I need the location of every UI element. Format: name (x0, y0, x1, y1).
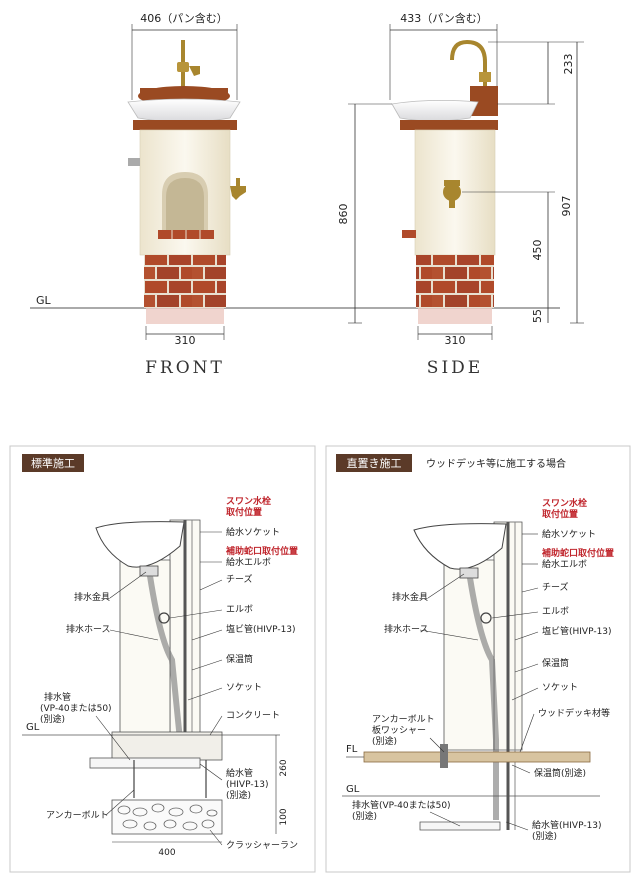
direct-subtitle: ウッドデッキ等に施工する場合 (426, 457, 566, 470)
direct-elbow: エルボ (542, 606, 569, 617)
standard-drain-pipe-2: (VP-40または50) (40, 703, 112, 714)
direct-drain-fitting: 排水金具 (392, 591, 428, 603)
standard-drain-pipe-3: (別途) (40, 713, 65, 725)
standard-crusher: クラッシャーラン (226, 840, 298, 851)
standard-dim-260: 260 (279, 759, 289, 776)
standard-elbow: エルボ (226, 604, 253, 615)
standard-tees: チーズ (226, 573, 253, 585)
standard-bowl-icon (95, 521, 185, 568)
standard-drain-hose: 排水ホース (66, 623, 111, 635)
dim-55: 55 (531, 309, 544, 323)
standard-panel: 標準施工 GL (9, 445, 316, 873)
direct-bowl-icon (413, 523, 507, 570)
standard-dim-100: 100 (279, 808, 289, 825)
standard-pvc: 塩ビ管(HIVP-13) (226, 623, 296, 635)
direct-anchor-2: 板ワッシャー (372, 724, 426, 736)
side-title: SIDE (427, 358, 483, 378)
direct-panel: 直置き施工 ウッドデッキ等に施工する場合 FL GL スワン水栓 取付位置 給水… (325, 445, 631, 873)
direct-socket: ソケット (542, 682, 578, 693)
side-top-width: 433（パン含む） (400, 11, 488, 25)
direct-insul-sep: 保温筒(別途) (534, 767, 586, 779)
standard-supply-socket: 給水ソケット (226, 526, 280, 538)
direct-drain-hose: 排水ホース (384, 623, 429, 635)
brick-base-icon (144, 255, 226, 308)
direct-swan-label-2: 取付位置 (542, 508, 578, 520)
dim-860: 860 (337, 204, 350, 225)
front-title: FRONT (145, 358, 225, 378)
sink-bowl-icon (127, 98, 241, 123)
direct-insulation: 保温筒 (542, 657, 569, 669)
standard-drain-pipe-1: 排水管 (44, 691, 71, 703)
standard-drain-hose-icon (147, 575, 183, 760)
direct-drain-pipe-1: 排水管(VP-40または50) (352, 799, 451, 811)
standard-gl-label: GL (26, 722, 40, 733)
direct-wood-deck: ウッドデッキ材等 (538, 707, 610, 719)
standard-aux-label: 補助蛇口取付位置 (225, 545, 298, 557)
standard-socket: ソケット (226, 682, 262, 693)
side-view: 433（パン含む） 310 SIDE (337, 11, 584, 378)
direct-supply-socket: 給水ソケット (542, 528, 596, 540)
direct-supply-elbow: 給水エルボ (542, 558, 587, 570)
standard-supply-elbow: 給水エルボ (226, 556, 271, 568)
elevation-section: GL 406（パン含む） (30, 11, 584, 378)
direct-aux-label: 補助蛇口取付位置 (541, 547, 614, 559)
standard-column-outline (119, 559, 171, 749)
direct-supply-pipe-2: (別途) (532, 830, 557, 842)
side-sink-bowl-icon (391, 100, 479, 122)
dim-450: 450 (531, 240, 544, 261)
side-aux-tap-icon (443, 183, 461, 201)
standard-supply-pipe-3: (別途) (226, 789, 251, 801)
standard-concrete: コンクリート (226, 710, 280, 721)
direct-anchor-3: (別途) (372, 735, 397, 747)
standard-insulation: 保温筒 (226, 653, 253, 665)
standard-drain-fitting: 排水金具 (74, 591, 110, 603)
direct-swan-label-1: スワン水栓 (542, 497, 587, 509)
standard-supply-pipe-1: 給水管 (226, 767, 253, 779)
direct-supply-pipe-1: 給水管(HIVP-13) (532, 819, 602, 831)
wood-deck-icon (363, 751, 591, 763)
direct-fl-label: FL (346, 744, 358, 755)
standard-swan-label-2: 取付位置 (226, 506, 262, 518)
standard-header: 標準施工 (31, 456, 75, 470)
standard-swan-label-1: スワン水栓 (226, 495, 271, 507)
standard-supply-pipe-2: (HIVP-13) (226, 780, 269, 790)
crusher-run-icon (111, 799, 223, 835)
front-top-width: 406（パン含む） (140, 11, 228, 25)
standard-header-bg (22, 454, 84, 472)
direct-pvc: 塩ビ管(HIVP-13) (542, 625, 612, 637)
direct-header-bg (336, 454, 412, 472)
aux-tap-icon (230, 186, 246, 200)
standard-dim-400: 400 (158, 848, 175, 858)
direct-drain-pipe-2: (別途) (352, 810, 377, 822)
swan-faucet-icon (450, 39, 487, 96)
direct-header: 直置き施工 (347, 456, 402, 470)
gl-label: GL (36, 294, 52, 307)
direct-anchor-1: アンカーボルト (372, 714, 435, 725)
standard-anchor: アンカーボルト (46, 810, 109, 821)
direct-tees: チーズ (542, 581, 569, 593)
front-base-width: 310 (175, 334, 196, 347)
direct-gl-label: GL (346, 784, 360, 795)
dim-233: 233 (562, 54, 575, 75)
dim-907: 907 (560, 196, 573, 217)
side-base-width: 310 (445, 334, 466, 347)
front-view: 406（パン含む） (127, 11, 246, 378)
